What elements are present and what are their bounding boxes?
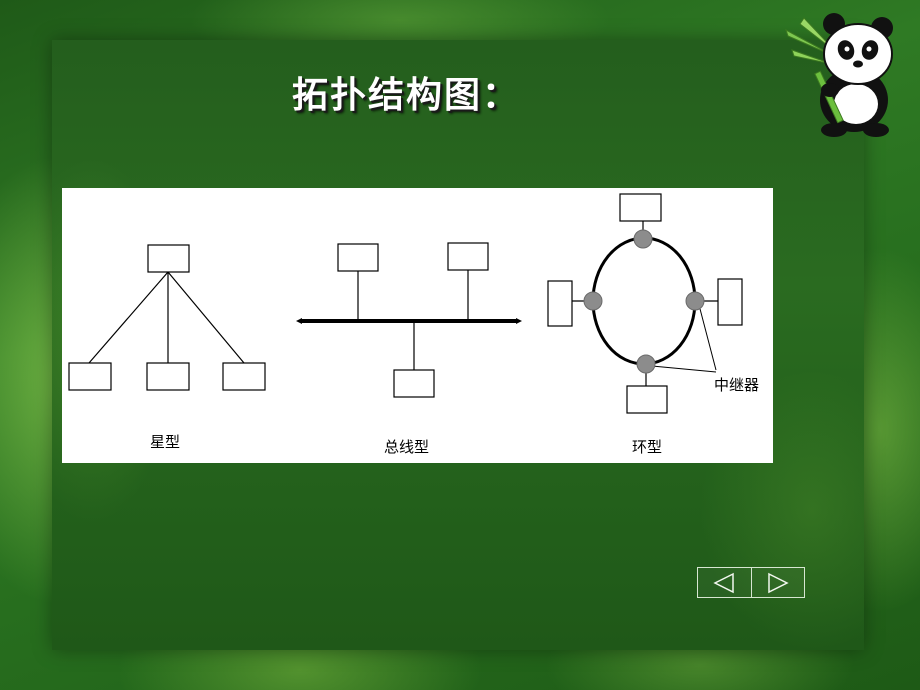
triangle-right-icon (768, 572, 789, 593)
bus-topology (296, 242, 522, 398)
star-node (146, 362, 190, 391)
repeater-node (685, 291, 705, 311)
slide-navigation (697, 567, 805, 598)
ring-line (591, 236, 697, 366)
repeater-node (583, 291, 603, 311)
topology-diagram: 星型 总线型 (62, 188, 773, 463)
bus-label: 总线型 (384, 438, 429, 456)
star-hub-node (147, 244, 190, 273)
slide-title: 拓扑结构图： (292, 75, 521, 116)
previous-slide-button[interactable] (698, 568, 751, 597)
ring-topology (547, 193, 743, 414)
bus-node (337, 243, 379, 272)
repeater-node (636, 354, 656, 374)
bus-node (447, 242, 489, 271)
panda-logo-icon (785, 13, 893, 137)
star-topology (68, 244, 266, 391)
star-label: 星型 (150, 433, 180, 451)
ring-node (717, 278, 743, 326)
star-node (68, 362, 112, 391)
next-slide-button[interactable] (750, 568, 804, 597)
ring-label: 环型 (632, 438, 662, 456)
repeater-node (633, 229, 653, 249)
bus-node (393, 369, 435, 398)
ring-node (619, 193, 662, 222)
ring-node (547, 280, 573, 327)
ring-node (626, 385, 668, 414)
star-node (222, 362, 266, 391)
repeater-label: 中继器 (714, 376, 759, 394)
triangle-left-icon (713, 572, 734, 593)
